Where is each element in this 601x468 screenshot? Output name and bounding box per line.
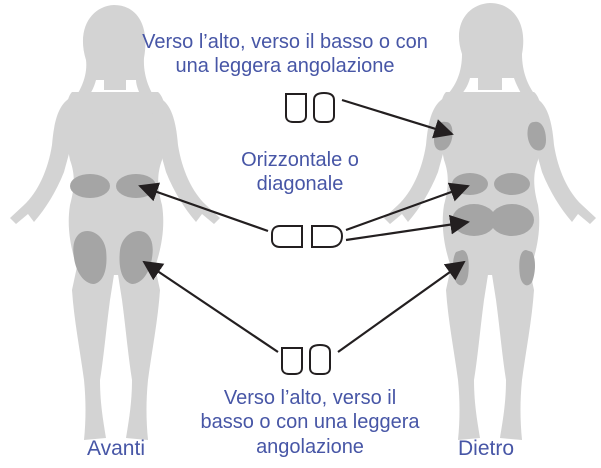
infusion-pod-icon bbox=[285, 93, 307, 123]
infusion-pod-icon bbox=[281, 347, 303, 375]
front-injection-zones bbox=[70, 174, 156, 284]
back-lower-back-left-zone bbox=[452, 173, 488, 195]
front-view-label: Avanti bbox=[87, 437, 145, 460]
back-upper-arm-right-zone bbox=[527, 121, 546, 151]
back-thigh-right-zone bbox=[519, 250, 535, 286]
middle-orientation-label: Orizzontale o diagonale bbox=[200, 148, 400, 197]
infusion-pod-icon bbox=[313, 91, 335, 123]
top-label-line-2: una leggera angolazione bbox=[175, 55, 395, 78]
arrow-icon bbox=[138, 182, 269, 233]
middle-label-line-2: diagonale bbox=[256, 173, 344, 196]
front-thigh-left-zone bbox=[73, 230, 107, 284]
middle-label-line-1: Orizzontale o bbox=[241, 149, 359, 171]
front-body-silhouette bbox=[10, 5, 220, 440]
front-abdomen-left-zone bbox=[70, 174, 110, 198]
arrow-icon bbox=[345, 214, 470, 242]
arrow-icon bbox=[142, 260, 279, 353]
pod-group-top bbox=[285, 91, 335, 123]
infusion-pod-icon bbox=[309, 343, 331, 375]
arrows bbox=[138, 98, 470, 353]
infusion-pod-icon bbox=[271, 225, 303, 248]
front-abdomen-right-zone bbox=[116, 174, 156, 198]
back-view-label: Dietro bbox=[457, 437, 515, 460]
top-label-line-1: Verso l’alto, verso il basso o con bbox=[142, 31, 428, 53]
arrow-icon bbox=[341, 98, 454, 139]
bottom-label-line-3: angolazione bbox=[256, 435, 364, 458]
bottom-label-line-2: basso o con una leggera bbox=[200, 411, 420, 434]
top-orientation-label: Verso l’alto, verso il basso o con una l… bbox=[120, 30, 450, 79]
bottom-label-line-1: Verso l’alto, verso il bbox=[223, 387, 397, 409]
back-lower-back-right-zone bbox=[494, 173, 530, 195]
bottom-orientation-label: Verso l’alto, verso il basso o con una l… bbox=[160, 386, 460, 459]
back-buttock-right-zone bbox=[490, 204, 534, 236]
back-buttock-left-zone bbox=[452, 204, 496, 236]
arrow-icon bbox=[337, 260, 466, 353]
infusion-pod-icon bbox=[311, 225, 344, 248]
pod-group-middle bbox=[271, 225, 344, 248]
pod-group-bottom bbox=[281, 343, 331, 375]
arrow-icon bbox=[345, 182, 470, 232]
